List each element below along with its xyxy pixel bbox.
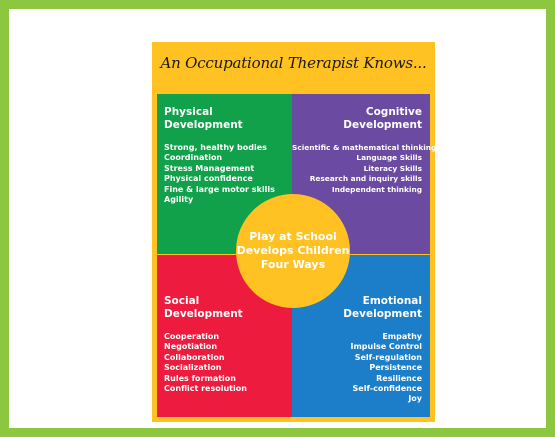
skill-list: Strong, healthy bodies Coordination Stre… [164,143,295,205]
heading-line: Cognitive [365,106,422,118]
list-item: Joy [408,394,422,404]
heading-line: Development [343,308,422,320]
list-item: Physical confidence [164,174,253,184]
list-item: Persistence [369,363,422,373]
list-item: Impulse Control [350,342,422,352]
list-item: Research and inquiry skills [309,174,422,184]
center-circle: Play at School Develops Children Four Wa… [236,194,350,308]
list-item: Agility [164,195,194,205]
quadrant-social: Social Development Cooperation Negotiati… [157,255,292,417]
image-frame: An Occupational Therapist Knows... Physi… [9,9,546,428]
heading-line: Social [164,295,200,307]
list-item: Self-confidence [352,384,422,394]
heading-line: Development [164,308,243,320]
list-item: Socialization [164,363,222,373]
list-item: Stress Management [164,163,255,173]
heading-line: Physical [164,106,213,118]
quadrant-heading: Emotional Development [292,295,422,321]
quadrant-heading: Cognitive Development [292,106,422,132]
heading-line: Development [164,119,243,131]
list-item: Literacy Skills [363,163,422,173]
skill-list: Empathy Impulse Control Self-regulation … [292,332,422,405]
list-item: Cooperation [164,332,220,341]
list-item: Collaboration [164,352,225,362]
center-text-line: Four Ways [260,258,326,271]
list-item: Resilience [376,373,422,383]
quadrant-cognitive: Cognitive Development Scientific & mathe… [292,94,435,254]
list-item: Strong, healthy bodies [164,143,267,152]
list-item: Conflict resolution [164,384,247,394]
quadrant-heading: Physical Development [164,106,295,132]
list-item: Self-regulation [354,352,422,362]
poster-title: An Occupational Therapist Knows... [160,54,427,72]
list-item: Independent thinking [331,184,422,194]
quadrant-heading: Social Development [164,295,292,321]
skill-list: Scientific & mathematical thinking Langu… [292,143,435,195]
list-item: Coordination [164,153,223,163]
skill-list: Cooperation Negotiation Collaboration So… [164,332,292,394]
heading-line: Emotional [362,295,422,307]
center-text-line: Play at School [249,230,337,243]
poster: An Occupational Therapist Knows... Physi… [152,42,435,422]
list-item: Negotiation [164,342,218,352]
list-item: Language Skills [356,153,422,163]
list-item: Scientific & mathematical thinking [292,143,435,152]
list-item: Fine & large motor skills [164,184,275,194]
center-text-line: Develops Children [236,244,350,257]
quadrant-physical: Physical Development Strong, healthy bod… [157,94,295,254]
list-item: Rules formation [164,373,236,383]
heading-line: Development [343,119,422,131]
list-item: Empathy [382,332,422,341]
